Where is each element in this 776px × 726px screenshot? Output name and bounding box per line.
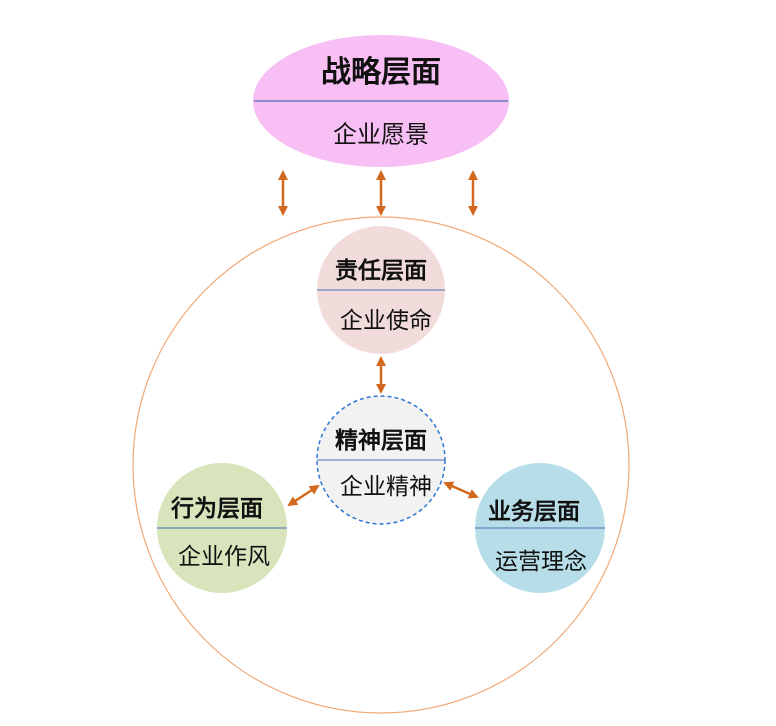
behavior-subtitle: 企业作风 (178, 544, 270, 570)
business-subtitle: 运营理念 (495, 549, 587, 575)
behavior-title: 行为层面 (171, 496, 263, 522)
business-title: 业务层面 (488, 499, 580, 525)
strategy-title: 战略层面 (321, 55, 441, 90)
spirit-subtitle: 企业精神 (340, 474, 432, 500)
responsibility-subtitle: 企业使命 (340, 308, 432, 334)
arrow-spirit-business (443, 481, 479, 499)
arrow-spirit-behavior (287, 484, 320, 507)
spirit-title: 精神层面 (335, 428, 427, 454)
outer-circle (132, 216, 630, 714)
responsibility-title: 责任层面 (335, 258, 427, 284)
strategy-subtitle: 企业愿景 (333, 120, 429, 149)
